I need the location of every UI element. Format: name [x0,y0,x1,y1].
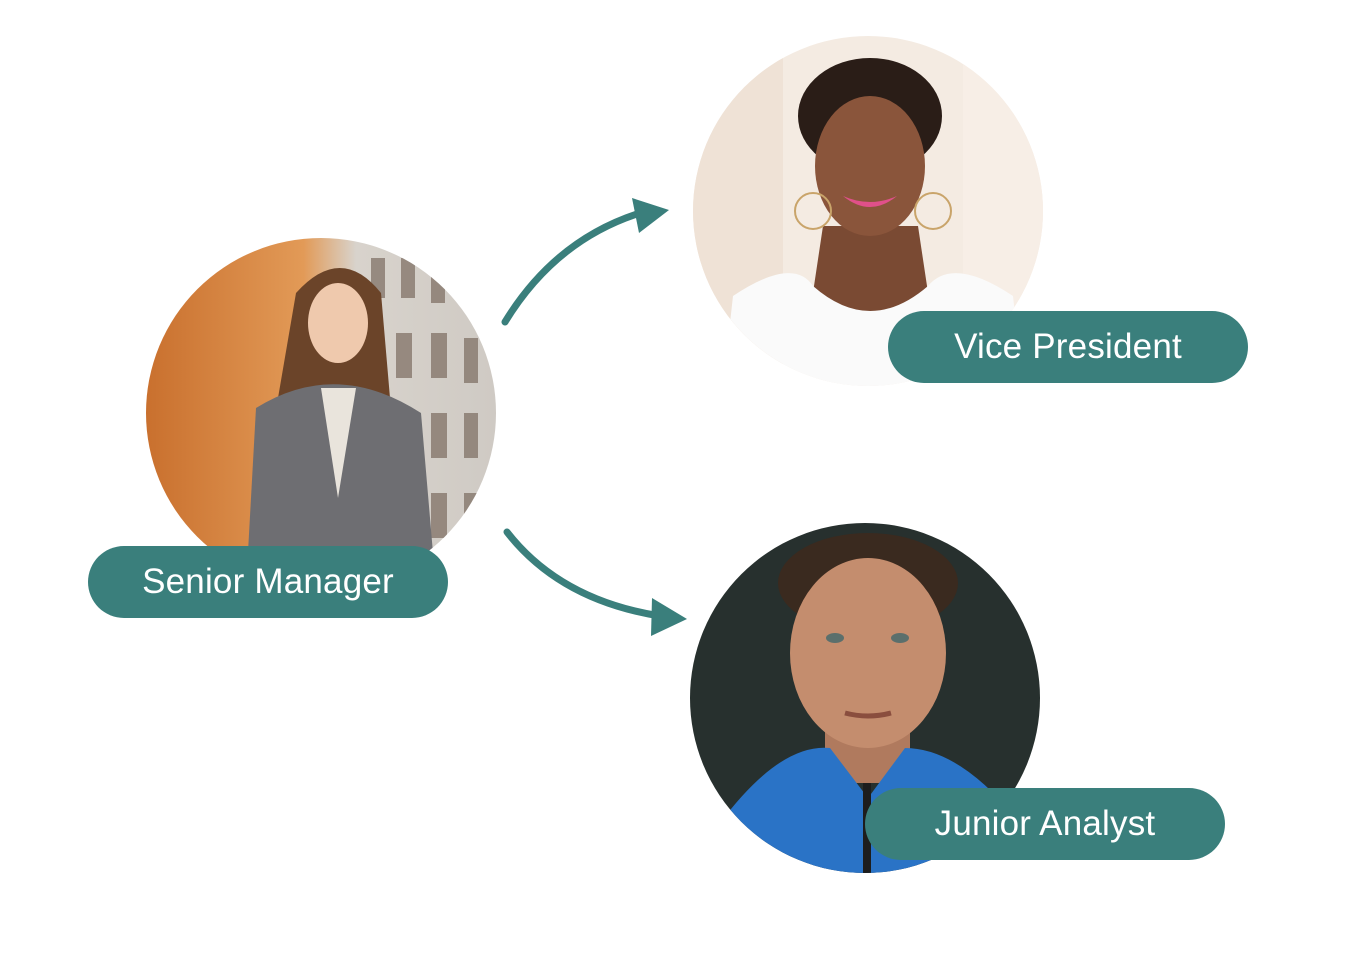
label-junior-analyst: Junior Analyst [865,788,1225,860]
label-vice-president: Vice President [888,311,1248,383]
avatar-senior-manager [146,238,496,588]
curved-arrow-down-right-icon [503,528,687,636]
curved-arrow-up-right-icon [501,198,669,326]
label-senior-manager: Senior Manager [88,546,448,618]
